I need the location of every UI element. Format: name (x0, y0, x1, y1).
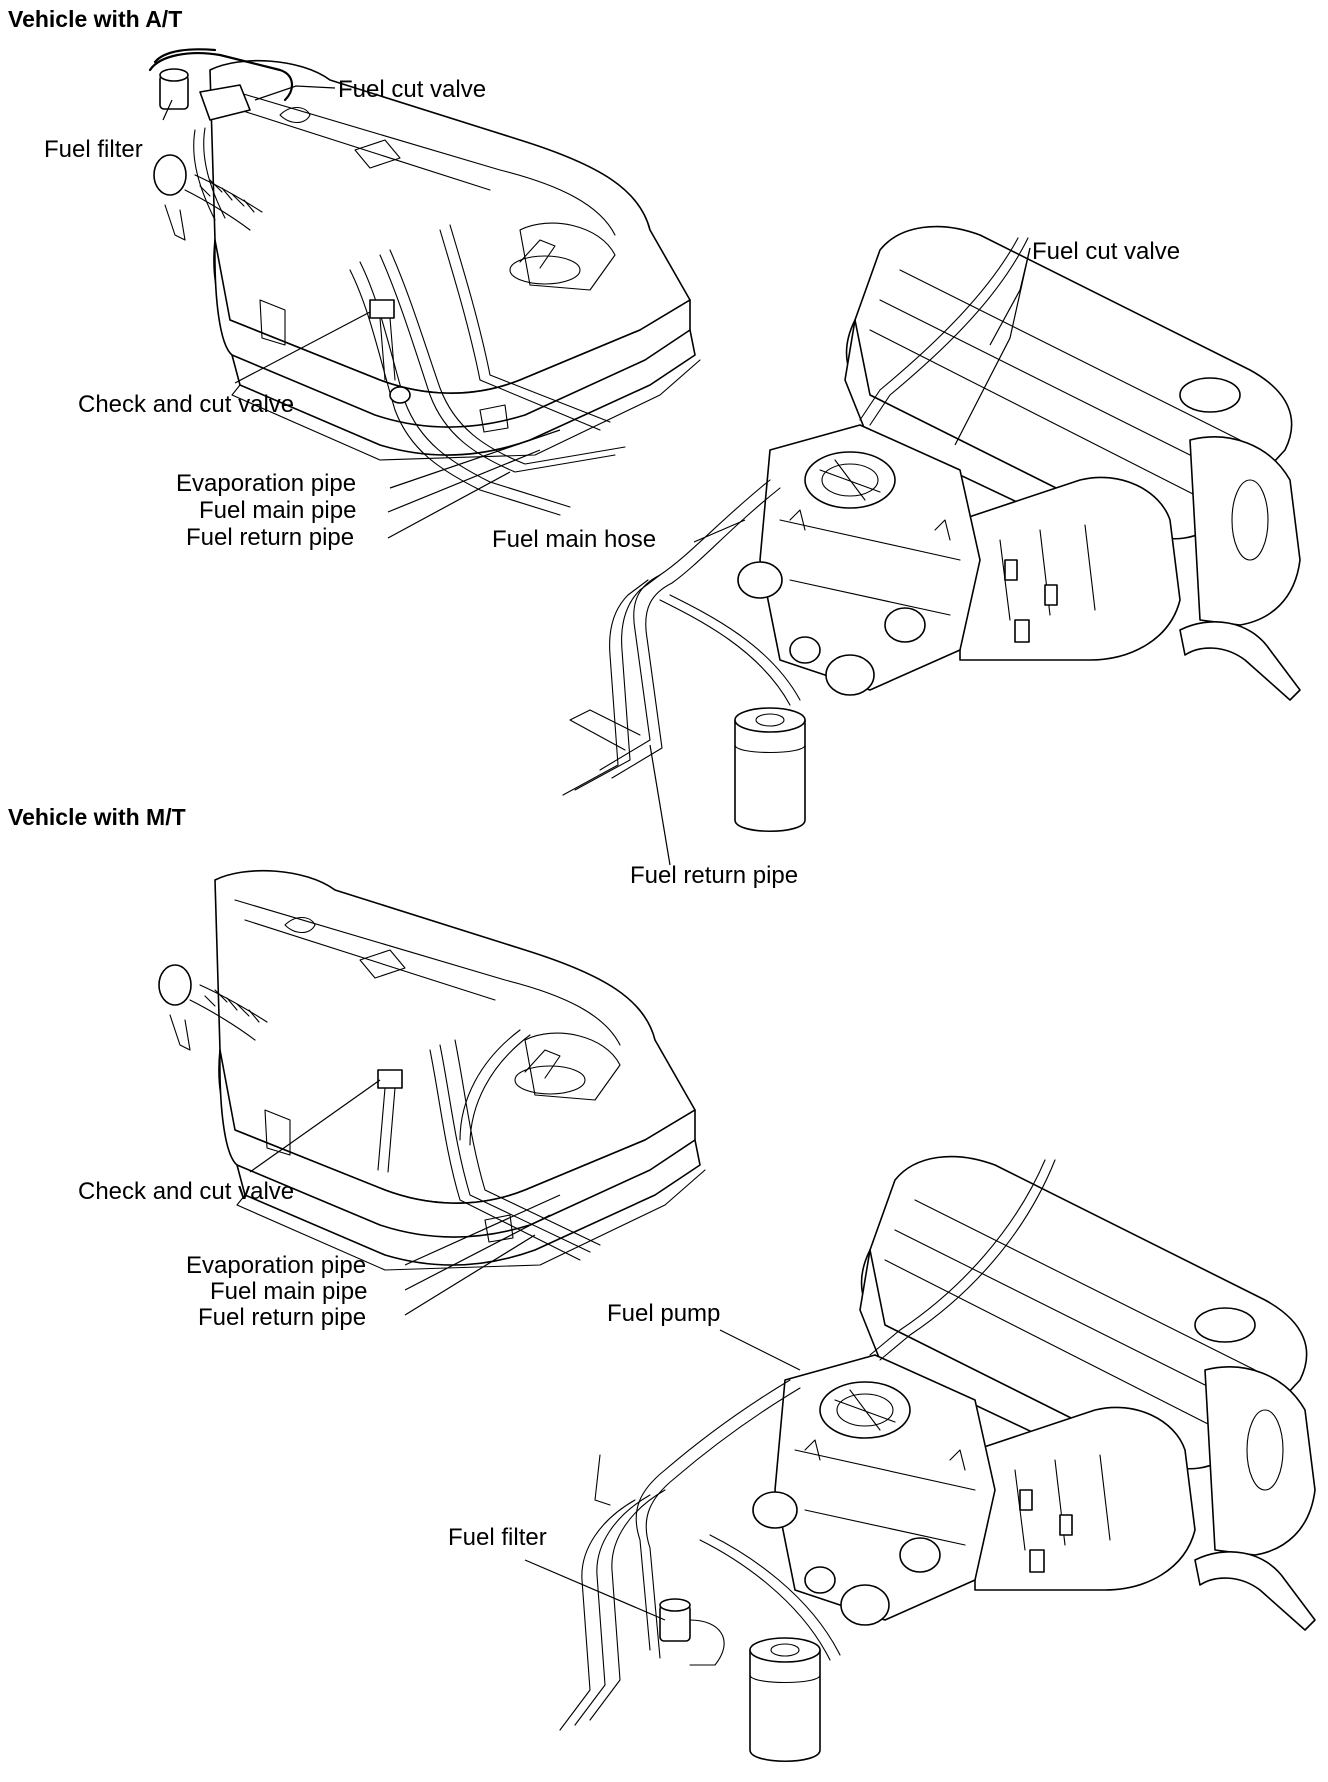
at-label-check-and-cut-valve: Check and cut valve (78, 391, 295, 418)
mt-leader-lines (249, 1079, 801, 1621)
at-label-fuel-filter: Fuel filter (44, 136, 143, 163)
mt-label-fuel-pump: Fuel pump (607, 1300, 721, 1327)
mt-label-check-and-cut-valve: Check and cut valve (78, 1178, 295, 1205)
mt-fuel-tank-drawing (158, 869, 706, 1271)
at-label-fuel-cut-valve-engine: Fuel cut valve (1032, 238, 1181, 265)
at-fuel-tank-drawing (148, 48, 701, 516)
mt-label-fuel-return-pipe: Fuel return pipe (198, 1304, 367, 1331)
at-heading: Vehicle with A/T (8, 6, 183, 32)
at-label-fuel-main-pipe: Fuel main pipe (199, 497, 357, 524)
at-engine-drawing (562, 225, 1301, 833)
at-label-fuel-cut-valve-tank: Fuel cut valve (338, 76, 487, 103)
mt-label-evaporation-pipe: Evaporation pipe (186, 1252, 367, 1279)
mt-heading: Vehicle with M/T (8, 804, 186, 830)
mt-engine-drawing (559, 1155, 1316, 1763)
at-label-fuel-return-pipe: Fuel return pipe (186, 524, 355, 551)
at-label-fuel-main-hose: Fuel main hose (492, 526, 657, 553)
mt-label-fuel-filter: Fuel filter (448, 1524, 547, 1551)
at-label-fuel-return-pipe-engine: Fuel return pipe (630, 862, 799, 889)
mt-label-fuel-main-pipe: Fuel main pipe (210, 1278, 368, 1305)
at-label-evaporation-pipe: Evaporation pipe (176, 470, 357, 497)
at-leader-lines (162, 85, 1031, 866)
